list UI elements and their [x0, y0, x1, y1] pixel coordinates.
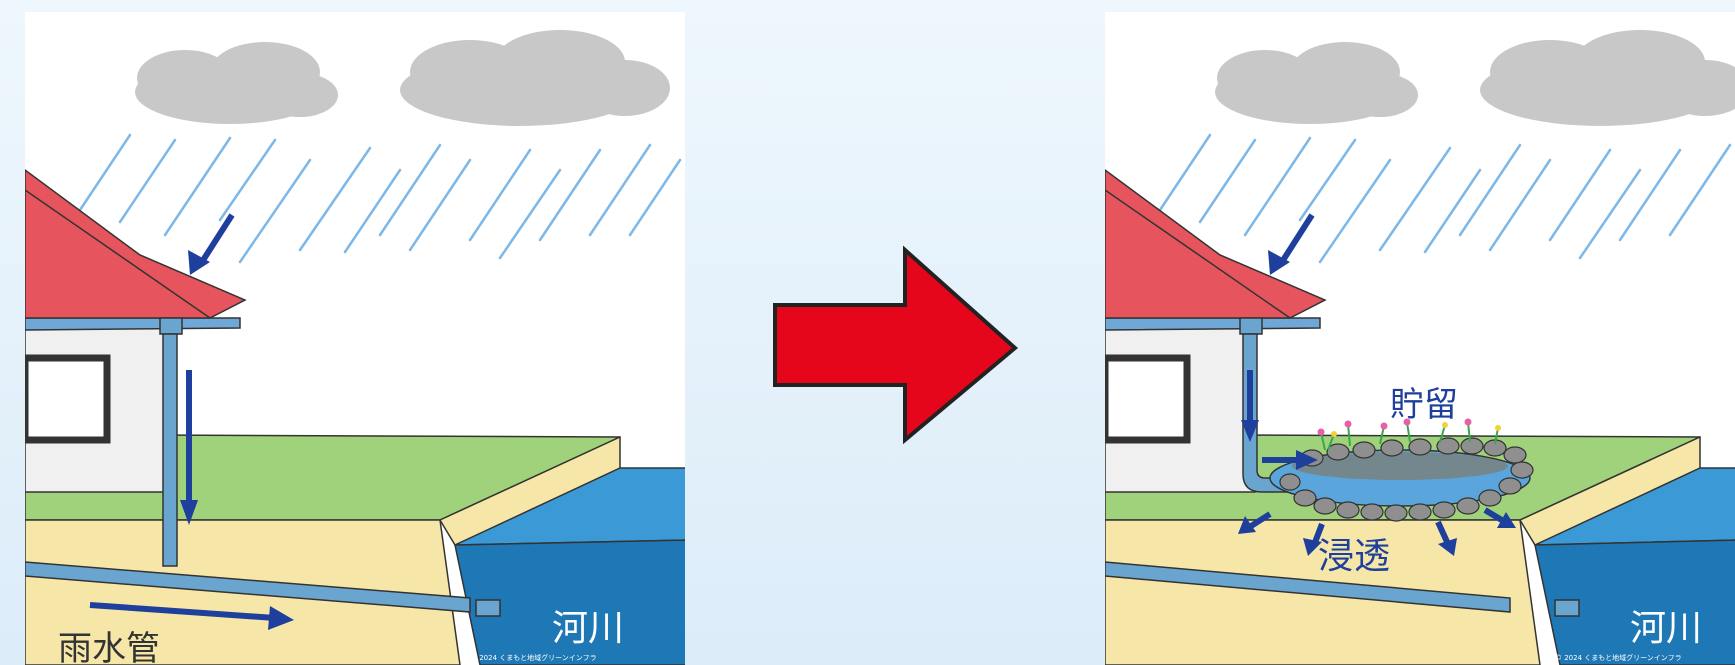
infiltration-arrow-icon — [1483, 507, 1516, 528]
house-window — [1105, 354, 1191, 444]
copyright-text: © 2024 くまもと地域グリーンインフラ — [1555, 653, 1682, 662]
river-cross-section — [1534, 539, 1735, 665]
river-cross-section — [454, 539, 685, 665]
flow-arrow-icon — [180, 370, 198, 525]
flower-icon — [1331, 422, 1501, 437]
storage-label: 貯留 — [1390, 385, 1458, 425]
cloud-icon — [400, 30, 670, 126]
downspout-top — [159, 317, 183, 335]
stormwater-pipe — [25, 561, 471, 613]
flow-arrow-icon — [1262, 450, 1318, 470]
river-label: 河川 — [552, 608, 624, 649]
cloud-icon — [1480, 30, 1735, 126]
flow-arrow-icon — [188, 213, 235, 275]
infiltration-arrow-icon — [1435, 520, 1457, 556]
downspout-pipe — [162, 333, 178, 567]
stormwater-pipe — [1105, 561, 1511, 613]
flower-icon — [1317, 418, 1472, 436]
cloud-icon — [1215, 42, 1418, 124]
cloud-icon — [135, 42, 338, 124]
flow-arrow-icon — [89, 602, 294, 630]
flow-arrow-icon — [1241, 370, 1259, 442]
panel-before: 雨水管 河川 © 2024 くまもと地域グリーンインフラ — [25, 12, 685, 665]
transition-arrow-icon — [773, 245, 1019, 445]
river-label: 河川 — [1630, 608, 1702, 649]
roof-gutter — [25, 317, 241, 331]
downspout-top — [1239, 317, 1263, 335]
infiltration-arrow-icon — [1238, 511, 1272, 534]
infiltration-arrow-icon — [1303, 522, 1325, 556]
flow-arrow-icon — [1268, 213, 1315, 275]
rain-lines — [78, 133, 682, 264]
stone-ring — [1279, 437, 1534, 522]
pipe-outlet — [475, 599, 501, 617]
house-roof — [25, 169, 247, 319]
rain-lines — [1158, 133, 1732, 264]
house-roof — [1105, 169, 1327, 319]
stormwater-pipe-label: 雨水管 — [58, 629, 160, 665]
roof-gutter — [1105, 317, 1321, 331]
house-window — [25, 354, 111, 444]
panel-after: 貯留 浸透 河川 © 2024 くまもと地域グリーンインフラ — [1105, 12, 1735, 665]
infiltration-label: 浸透 — [1318, 536, 1390, 577]
plant-icon — [1320, 421, 1499, 451]
copyright-text: © 2024 くまもと地域グリーンインフラ — [470, 653, 597, 662]
pipe-outlet — [1554, 599, 1580, 617]
